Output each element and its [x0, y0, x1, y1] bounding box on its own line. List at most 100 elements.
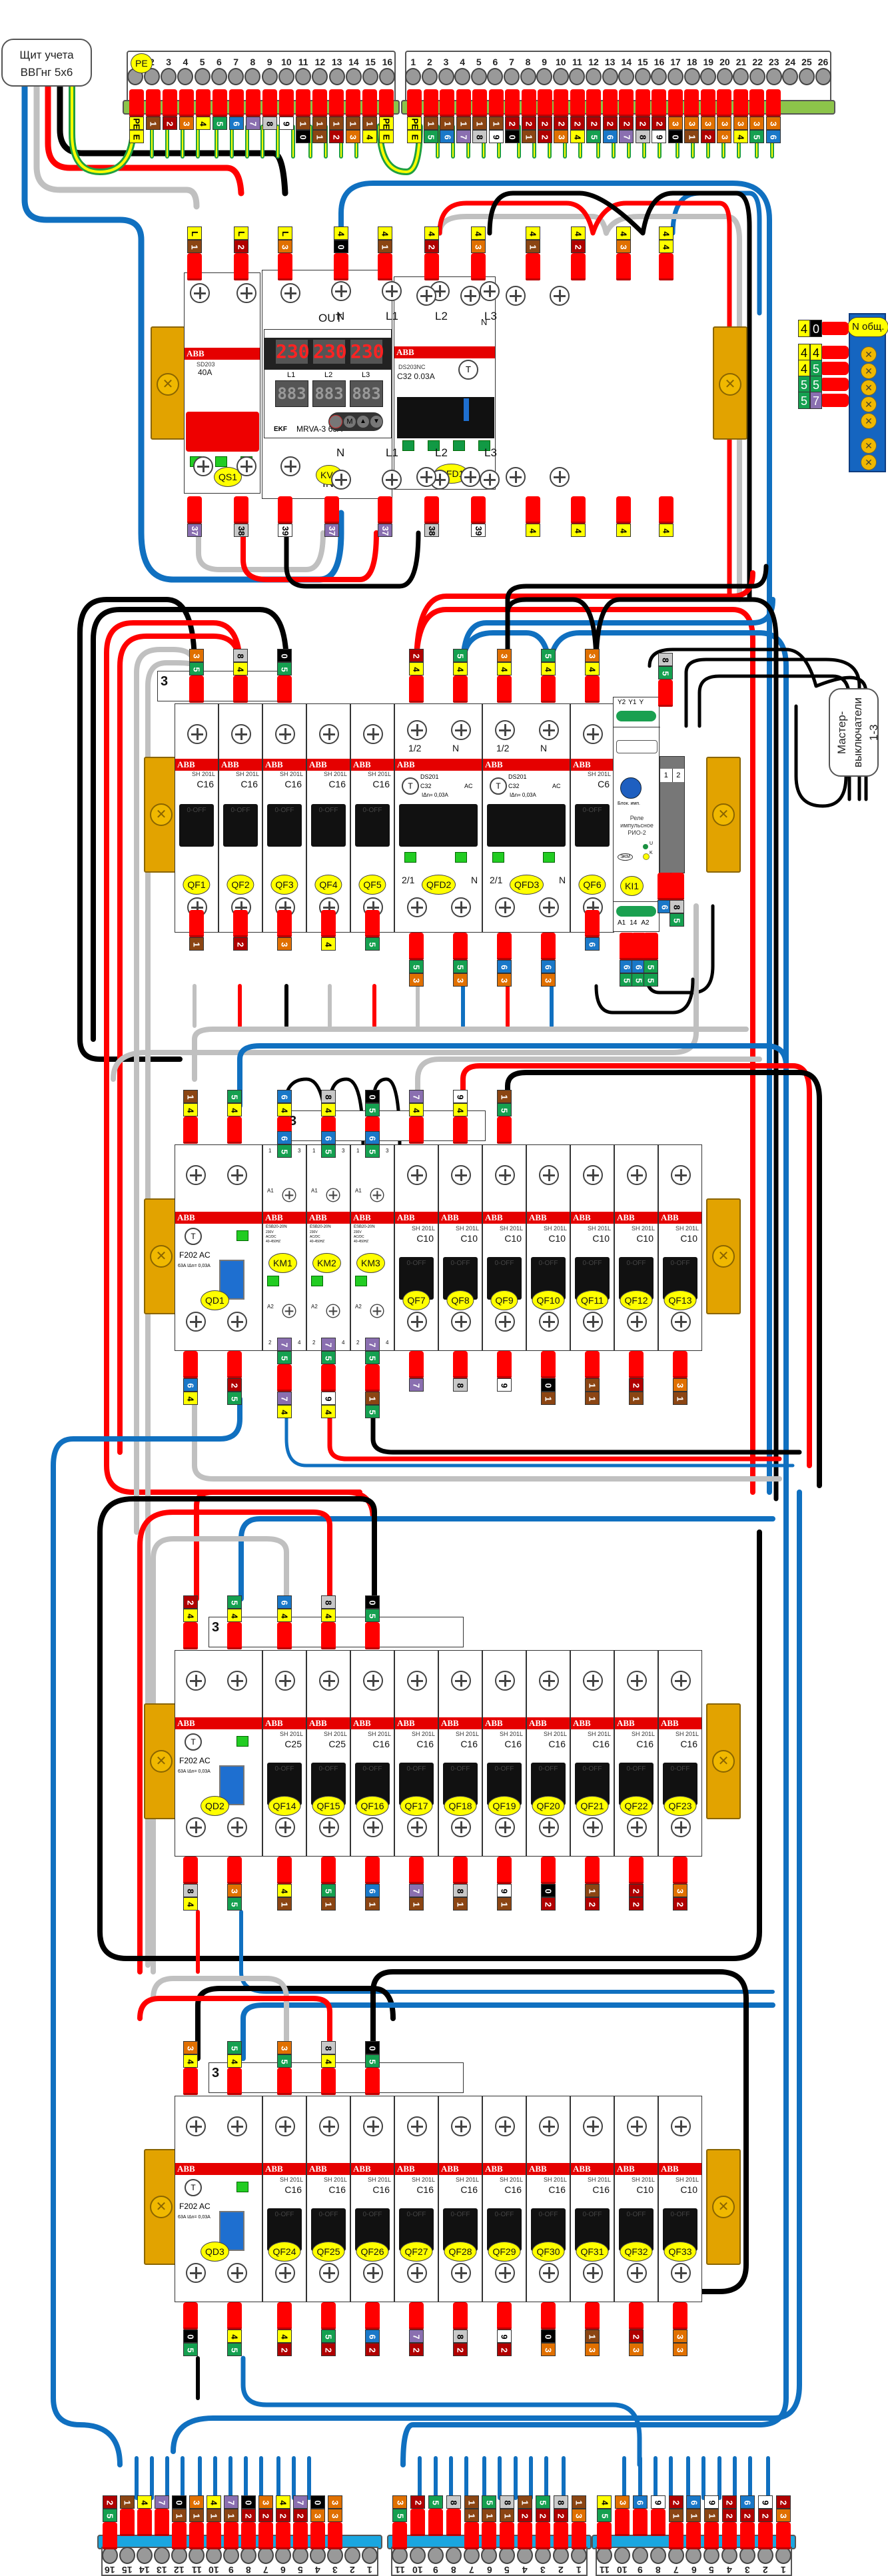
terminal-screw[interactable]	[671, 1671, 691, 1691]
terminal-screw[interactable]	[407, 2116, 427, 2136]
terminal-screw[interactable]	[651, 68, 667, 85]
terminal-screw[interactable]	[407, 1165, 427, 1185]
terminal-screw[interactable]	[227, 1817, 247, 1837]
terminal-screw[interactable]	[634, 68, 651, 85]
terminal-screw[interactable]	[278, 68, 294, 85]
terminal-screw[interactable]	[102, 2547, 118, 2564]
terminal-screw[interactable]	[506, 286, 526, 306]
terminal-screw[interactable]	[428, 2547, 444, 2564]
terminal-pin[interactable]: 4	[177, 56, 194, 85]
terminal-screw[interactable]	[451, 1312, 471, 1332]
terminal-screw[interactable]	[244, 68, 261, 85]
terminal-pin[interactable]: 4	[454, 56, 471, 85]
terminal-screw[interactable]	[454, 68, 471, 85]
terminal-pin[interactable]: 23	[765, 56, 782, 85]
terminal-screw[interactable]	[569, 68, 586, 85]
terminal-pin[interactable]: 2	[552, 2547, 570, 2576]
terminal-pin[interactable]: 18	[683, 56, 700, 85]
terminal-screw[interactable]	[331, 470, 351, 490]
terminal-screw[interactable]	[451, 1165, 471, 1185]
terminal-pin[interactable]: 12	[171, 2547, 188, 2576]
terminal-pin[interactable]: 8	[240, 2547, 257, 2576]
terminal-screw[interactable]	[671, 2116, 691, 2136]
time-knob[interactable]	[620, 777, 642, 799]
terminal-pin[interactable]: 12	[586, 56, 602, 85]
terminal-screw[interactable]	[700, 68, 717, 85]
terminal-screw[interactable]	[627, 1671, 647, 1691]
terminal-screw[interactable]	[716, 68, 733, 85]
terminal-pin[interactable]: 3	[438, 56, 454, 85]
terminal-pin[interactable]: 5	[703, 2547, 721, 2576]
terminal-pin[interactable]: 24	[782, 56, 799, 85]
terminal-screw[interactable]	[319, 1671, 339, 1691]
terminal-pin[interactable]: 6	[685, 2547, 703, 2576]
terminal-screw[interactable]	[618, 68, 635, 85]
terminal-pin[interactable]: 15	[119, 2547, 136, 2576]
terminal-pin[interactable]: 9	[427, 2547, 445, 2576]
power-button[interactable]	[329, 415, 342, 428]
terminal-screw[interactable]	[550, 286, 570, 306]
terminal-screw[interactable]	[451, 720, 471, 740]
terminal-screw[interactable]	[292, 2547, 308, 2564]
terminal-screw[interactable]	[539, 720, 559, 740]
terminal-pin[interactable]: 20	[716, 56, 733, 85]
terminal-screw[interactable]	[275, 1671, 295, 1691]
terminal-screw[interactable]	[187, 724, 207, 744]
terminal-screw[interactable]	[460, 286, 480, 306]
terminal-screw[interactable]	[539, 1165, 559, 1185]
terminal-screw[interactable]	[319, 2263, 339, 2283]
terminal-screw[interactable]	[815, 68, 831, 85]
terminal-screw[interactable]	[177, 68, 194, 85]
terminal-pin[interactable]: 9	[222, 2547, 240, 2576]
terminal-screw[interactable]	[451, 1817, 471, 1837]
terminal-screw[interactable]	[154, 2547, 170, 2564]
terminal-pin[interactable]: 9	[632, 2547, 650, 2576]
terminal-screw[interactable]	[480, 281, 500, 301]
test-button[interactable]: T	[185, 1733, 202, 1751]
terminal-pin[interactable]: 14	[136, 2547, 153, 2576]
terminal-pin[interactable]: 2	[421, 56, 438, 85]
coil-screw[interactable]	[282, 1304, 296, 1318]
terminal-screw[interactable]	[671, 1165, 691, 1185]
terminal-screw[interactable]	[161, 68, 177, 85]
terminal-screw[interactable]	[451, 897, 471, 917]
terminal-screw[interactable]	[495, 1817, 515, 1837]
bus-screw[interactable]: ✕	[861, 380, 877, 396]
terminal-pin[interactable]: 5	[194, 56, 211, 85]
terminal-screw[interactable]	[344, 2547, 360, 2564]
terminal-screw[interactable]	[451, 2263, 471, 2283]
terminal-screw[interactable]	[186, 1671, 206, 1691]
terminal-pin[interactable]: 1	[570, 2547, 588, 2576]
test-button[interactable]: T	[458, 360, 478, 380]
terminal-screw[interactable]	[227, 2116, 247, 2136]
terminal-screw[interactable]	[319, 2116, 339, 2136]
terminal-screw[interactable]	[223, 2547, 239, 2564]
terminal-screw[interactable]	[602, 68, 618, 85]
terminal-screw[interactable]	[275, 724, 295, 744]
terminal-pin[interactable]: 4	[309, 2547, 326, 2576]
terminal-pin[interactable]: 5	[292, 2547, 309, 2576]
terminal-screw[interactable]	[362, 68, 379, 85]
terminal-screw[interactable]	[627, 1817, 647, 1837]
terminal-screw[interactable]	[363, 724, 383, 744]
terminal-pin[interactable]: 6	[480, 2547, 498, 2576]
terminal-screw[interactable]	[407, 897, 427, 917]
terminal-screw[interactable]	[193, 456, 213, 476]
terminal-pin[interactable]: 5	[470, 56, 487, 85]
terminal-pin[interactable]: 21	[733, 56, 749, 85]
terminal-screw[interactable]	[627, 2263, 647, 2283]
terminal-screw[interactable]	[186, 1165, 206, 1185]
terminal-screw[interactable]	[539, 1671, 559, 1691]
coil-screw[interactable]	[370, 1188, 384, 1202]
terminal-screw[interactable]	[407, 1312, 427, 1332]
